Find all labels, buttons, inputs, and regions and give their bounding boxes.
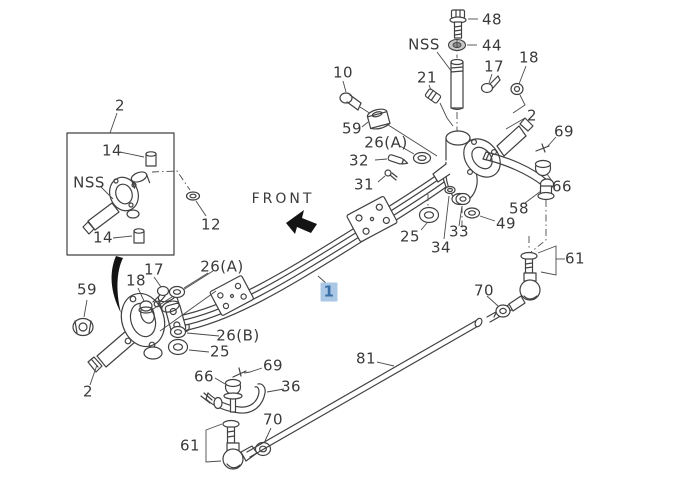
spring-curve-mark [111, 256, 123, 313]
tie-rod-end-61-left [205, 419, 258, 470]
tie-rod-arm-58 [482, 151, 555, 253]
part-label-59-top[interactable]: 59 [341, 119, 363, 138]
bolt-17-top [480, 73, 501, 94]
nut-44 [447, 38, 477, 52]
inset-knuckle [82, 171, 151, 235]
bolt-17-left [152, 276, 170, 305]
tie-rod-81 [246, 317, 483, 458]
o-ring-12 [185, 191, 201, 201]
washer-26a-top [399, 145, 432, 165]
nut-18-left [137, 287, 154, 314]
bushing-25-center [418, 206, 440, 231]
front-arrow-icon [286, 210, 317, 234]
part-label-1-highlighted[interactable]: 1 [320, 282, 338, 302]
part-label-70-right[interactable]: 70 [473, 281, 495, 300]
part-label-31[interactable]: 31 [353, 175, 375, 194]
part-label-81[interactable]: 81 [355, 349, 377, 368]
inset-bushing-14-top [145, 151, 157, 167]
part-label-25-center[interactable]: 25 [399, 227, 421, 246]
pin-32 [374, 154, 409, 165]
part-label-26b[interactable]: 26(B) [216, 326, 260, 345]
nut-70-right [486, 295, 511, 318]
nut-66-right [534, 159, 553, 182]
part-label-17-top[interactable]: 17 [483, 57, 505, 76]
part-label-14-top[interactable]: 14 [101, 141, 123, 160]
part-label-10[interactable]: 10 [332, 63, 354, 82]
part-label-17-left[interactable]: 17 [143, 260, 165, 279]
bolt-48 [449, 9, 478, 39]
bushing-59-top [361, 108, 391, 130]
leaf-spring [164, 171, 447, 334]
part-label-70-left[interactable]: 70 [262, 410, 284, 429]
nss-label-inset: NSS [73, 173, 105, 192]
part-label-14-bottom[interactable]: 14 [92, 228, 114, 247]
nut-70-left [254, 427, 272, 457]
part-label-32[interactable]: 32 [348, 151, 370, 170]
part-label-61-right[interactable]: 61 [564, 249, 586, 268]
washer-26b [169, 325, 220, 339]
part-label-34[interactable]: 34 [430, 238, 452, 257]
cotter-pin-69-bottom [232, 367, 263, 378]
tie-rod-end-61-right [508, 236, 565, 312]
part-label-69-bottom[interactable]: 69 [262, 356, 284, 375]
part-label-2-left[interactable]: 2 [82, 382, 94, 401]
nut-49 [463, 207, 496, 222]
nss-label-top: NSS [408, 35, 440, 54]
part-label-58[interactable]: 58 [508, 199, 530, 218]
part-label-2-right[interactable]: 2 [526, 106, 538, 125]
part-label-66-right[interactable]: 66 [551, 177, 573, 196]
part-label-18-top[interactable]: 18 [518, 48, 540, 67]
part-label-26a-top[interactable]: 26(A) [364, 133, 408, 152]
bushing-33 [455, 192, 471, 227]
grease-fitting-31 [377, 169, 398, 183]
right-knuckle [427, 117, 534, 228]
nut-18-top [510, 65, 527, 114]
nut-66-bottom [214, 377, 243, 400]
part-label-66-bottom[interactable]: 66 [193, 367, 215, 386]
part-label-61-left[interactable]: 61 [179, 436, 201, 455]
cotter-pin-69-right [535, 136, 557, 153]
o-ring-34 [443, 185, 456, 240]
front-indicator: FRONT [251, 191, 315, 207]
part-label-44[interactable]: 44 [481, 36, 503, 55]
part-label-33[interactable]: 33 [448, 222, 470, 241]
part-label-25-left[interactable]: 25 [209, 342, 231, 361]
connecting-arm-36 [200, 383, 285, 414]
part-label-2-inset[interactable]: 2 [114, 96, 126, 115]
kingpin-nss [436, 40, 464, 134]
part-label-26a-left[interactable]: 26(A) [200, 257, 244, 276]
bushing-25-left [167, 338, 210, 356]
inset-bushing-14-bottom [133, 228, 145, 244]
part-label-59-left[interactable]: 59 [76, 280, 98, 299]
washer-26a-left [168, 272, 209, 299]
nut-59-left [72, 299, 94, 337]
inset-box [66, 112, 207, 256]
bolt-10 [339, 80, 438, 157]
part-label-21[interactable]: 21 [416, 68, 438, 87]
part-label-48[interactable]: 48 [481, 10, 503, 29]
screw-21 [424, 84, 454, 127]
part-label-49[interactable]: 49 [495, 214, 517, 233]
part-label-12[interactable]: 12 [200, 215, 222, 234]
part-label-69-right[interactable]: 69 [553, 122, 575, 141]
part-label-18-left[interactable]: 18 [125, 271, 147, 290]
part-label-36[interactable]: 36 [280, 377, 302, 396]
